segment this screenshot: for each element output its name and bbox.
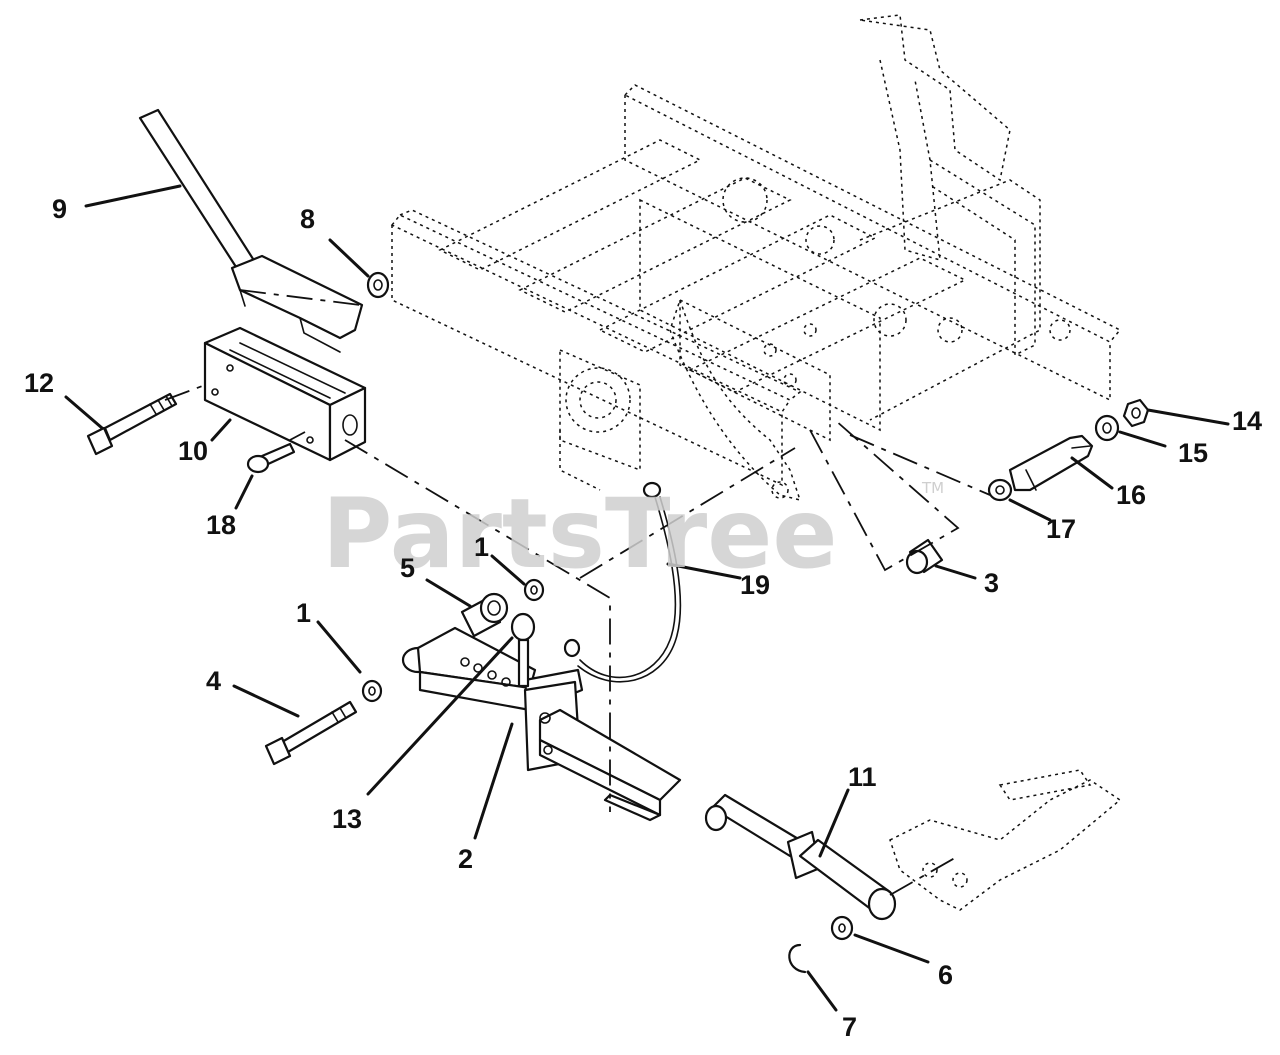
- callout-labels: 9 8 12 10 18 1 5 1 4 13 2 19 3 17 16 15 …: [24, 194, 1262, 1042]
- handle-bracket: [203, 326, 367, 462]
- leader-lines: [64, 184, 1230, 1012]
- part-1-washer-lower: [361, 679, 383, 703]
- part-7-clip: [788, 943, 807, 974]
- callout-5: 5: [400, 553, 415, 583]
- part-4-bolt: [264, 700, 358, 766]
- callout-3: 3: [984, 568, 999, 598]
- part-19-cable: [563, 481, 682, 683]
- drawbar: [401, 626, 682, 822]
- part-8-nut: [366, 271, 390, 299]
- part-14-nut: [1122, 398, 1150, 428]
- part-13-hitch-pin: [510, 612, 536, 688]
- part-11-shaft: [704, 793, 897, 921]
- assembly-lines: [164, 289, 991, 896]
- callout-4: 4: [206, 666, 221, 696]
- callout-6: 6: [938, 960, 953, 990]
- callout-15: 15: [1178, 438, 1208, 468]
- deck-arm: [889, 769, 1122, 911]
- callout-19: 19: [740, 570, 770, 600]
- part-5-bushing: [460, 592, 509, 638]
- callout-14: 14: [1232, 406, 1262, 436]
- part-1-washer-upper: [523, 578, 545, 602]
- callout-16: 16: [1116, 480, 1146, 510]
- callout-18: 18: [206, 510, 236, 540]
- part-18-screw: [246, 442, 296, 474]
- part-3-bushing: [905, 538, 944, 575]
- part-6-washer: [830, 915, 854, 941]
- callout-17: 17: [1046, 514, 1076, 544]
- part-15-washer: [1094, 414, 1120, 442]
- callout-9: 9: [52, 194, 67, 224]
- callout-10: 10: [178, 436, 208, 466]
- callout-13: 13: [332, 804, 362, 834]
- callout-1-lower: 1: [296, 598, 311, 628]
- callout-2: 2: [458, 844, 473, 874]
- part-17-link: [987, 478, 1013, 502]
- callout-12: 12: [24, 368, 54, 398]
- part-12-bolt: [86, 392, 178, 456]
- watermark-text: PartsTree: [322, 478, 837, 590]
- lift-handle: [138, 108, 364, 353]
- tractor-frame: [390, 14, 1122, 502]
- callout-1-upper: 1: [474, 532, 489, 562]
- callout-7: 7: [842, 1012, 857, 1042]
- part-16-link: [1008, 434, 1094, 492]
- callout-11: 11: [848, 762, 877, 792]
- watermark-trademark: TM: [921, 479, 944, 497]
- callout-8: 8: [300, 204, 315, 234]
